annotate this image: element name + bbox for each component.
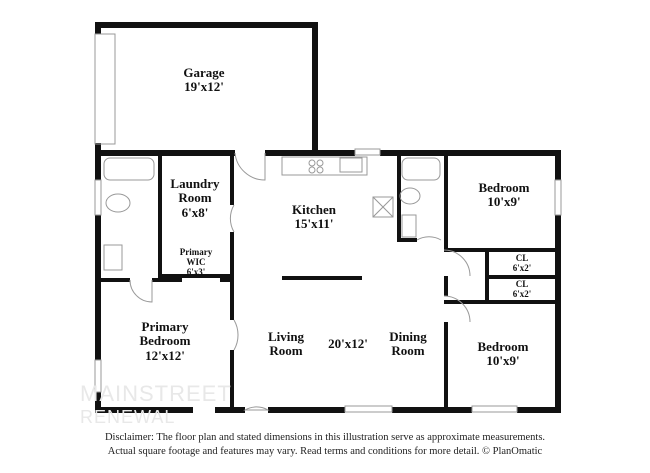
room-size: 10'x9' <box>486 353 520 369</box>
room-name: Primary Bedroom <box>139 319 191 349</box>
room-size: 15'x11' <box>294 216 334 232</box>
room-size: 6'x2' <box>512 288 532 299</box>
fixtures <box>94 33 562 413</box>
bathtub <box>103 157 155 181</box>
primary-bath-door <box>129 279 153 303</box>
watermark-line2: RENEWAL <box>80 407 176 427</box>
toilet <box>105 193 131 213</box>
room-name: Bedroom <box>477 339 529 354</box>
kitchen-sink <box>339 157 363 173</box>
room-name: Garage <box>183 65 225 80</box>
toilet-2 <box>399 187 421 205</box>
room-size: 19'x12' <box>184 79 224 95</box>
disclaimer-line2: Actual square footage and features may v… <box>107 445 543 457</box>
room-size: 6'x2' <box>512 262 532 273</box>
room-size: 10'x9' <box>487 194 521 210</box>
window <box>94 179 102 216</box>
walls <box>95 22 561 413</box>
window <box>354 148 381 156</box>
room-name: CL <box>515 253 529 263</box>
sink-2 <box>401 214 417 238</box>
laundry-door <box>229 204 235 233</box>
room-name: Primary WIC <box>179 247 213 267</box>
sink <box>103 244 123 271</box>
room-name: CL <box>515 279 529 289</box>
room-name: Bedroom <box>478 180 530 195</box>
window <box>344 405 393 413</box>
counter <box>281 156 368 176</box>
room-name: Kitchen <box>291 202 337 217</box>
room-size: 12'x12' <box>145 347 185 363</box>
room-living: Living Room <box>261 329 311 359</box>
fridge <box>372 196 394 218</box>
disclaimer-line1: Disclaimer: The floor plan and stated di… <box>104 432 546 443</box>
room-dining: Dining Room <box>383 329 433 359</box>
window <box>554 179 562 216</box>
garage-door <box>94 33 116 145</box>
watermark-line1: MAINSTREET <box>80 381 232 406</box>
entry-door <box>243 406 270 411</box>
room-name: Laundry Room <box>170 176 220 206</box>
room-size: 6'x8' <box>181 204 209 220</box>
bathtub-2 <box>401 157 441 181</box>
bedroom-door <box>233 319 239 351</box>
window <box>471 405 518 413</box>
room-size: 6'x3' <box>186 266 206 277</box>
room-name: Dining Room <box>389 329 427 359</box>
room-living-size: 20'x12' <box>328 336 368 351</box>
window <box>94 359 102 393</box>
garage-entry-door <box>234 152 266 181</box>
room-size: 20'x12' <box>328 336 368 351</box>
room-name: Living Room <box>267 329 305 359</box>
disclaimer: Disclaimer: The floor plan and stated di… <box>0 431 650 458</box>
